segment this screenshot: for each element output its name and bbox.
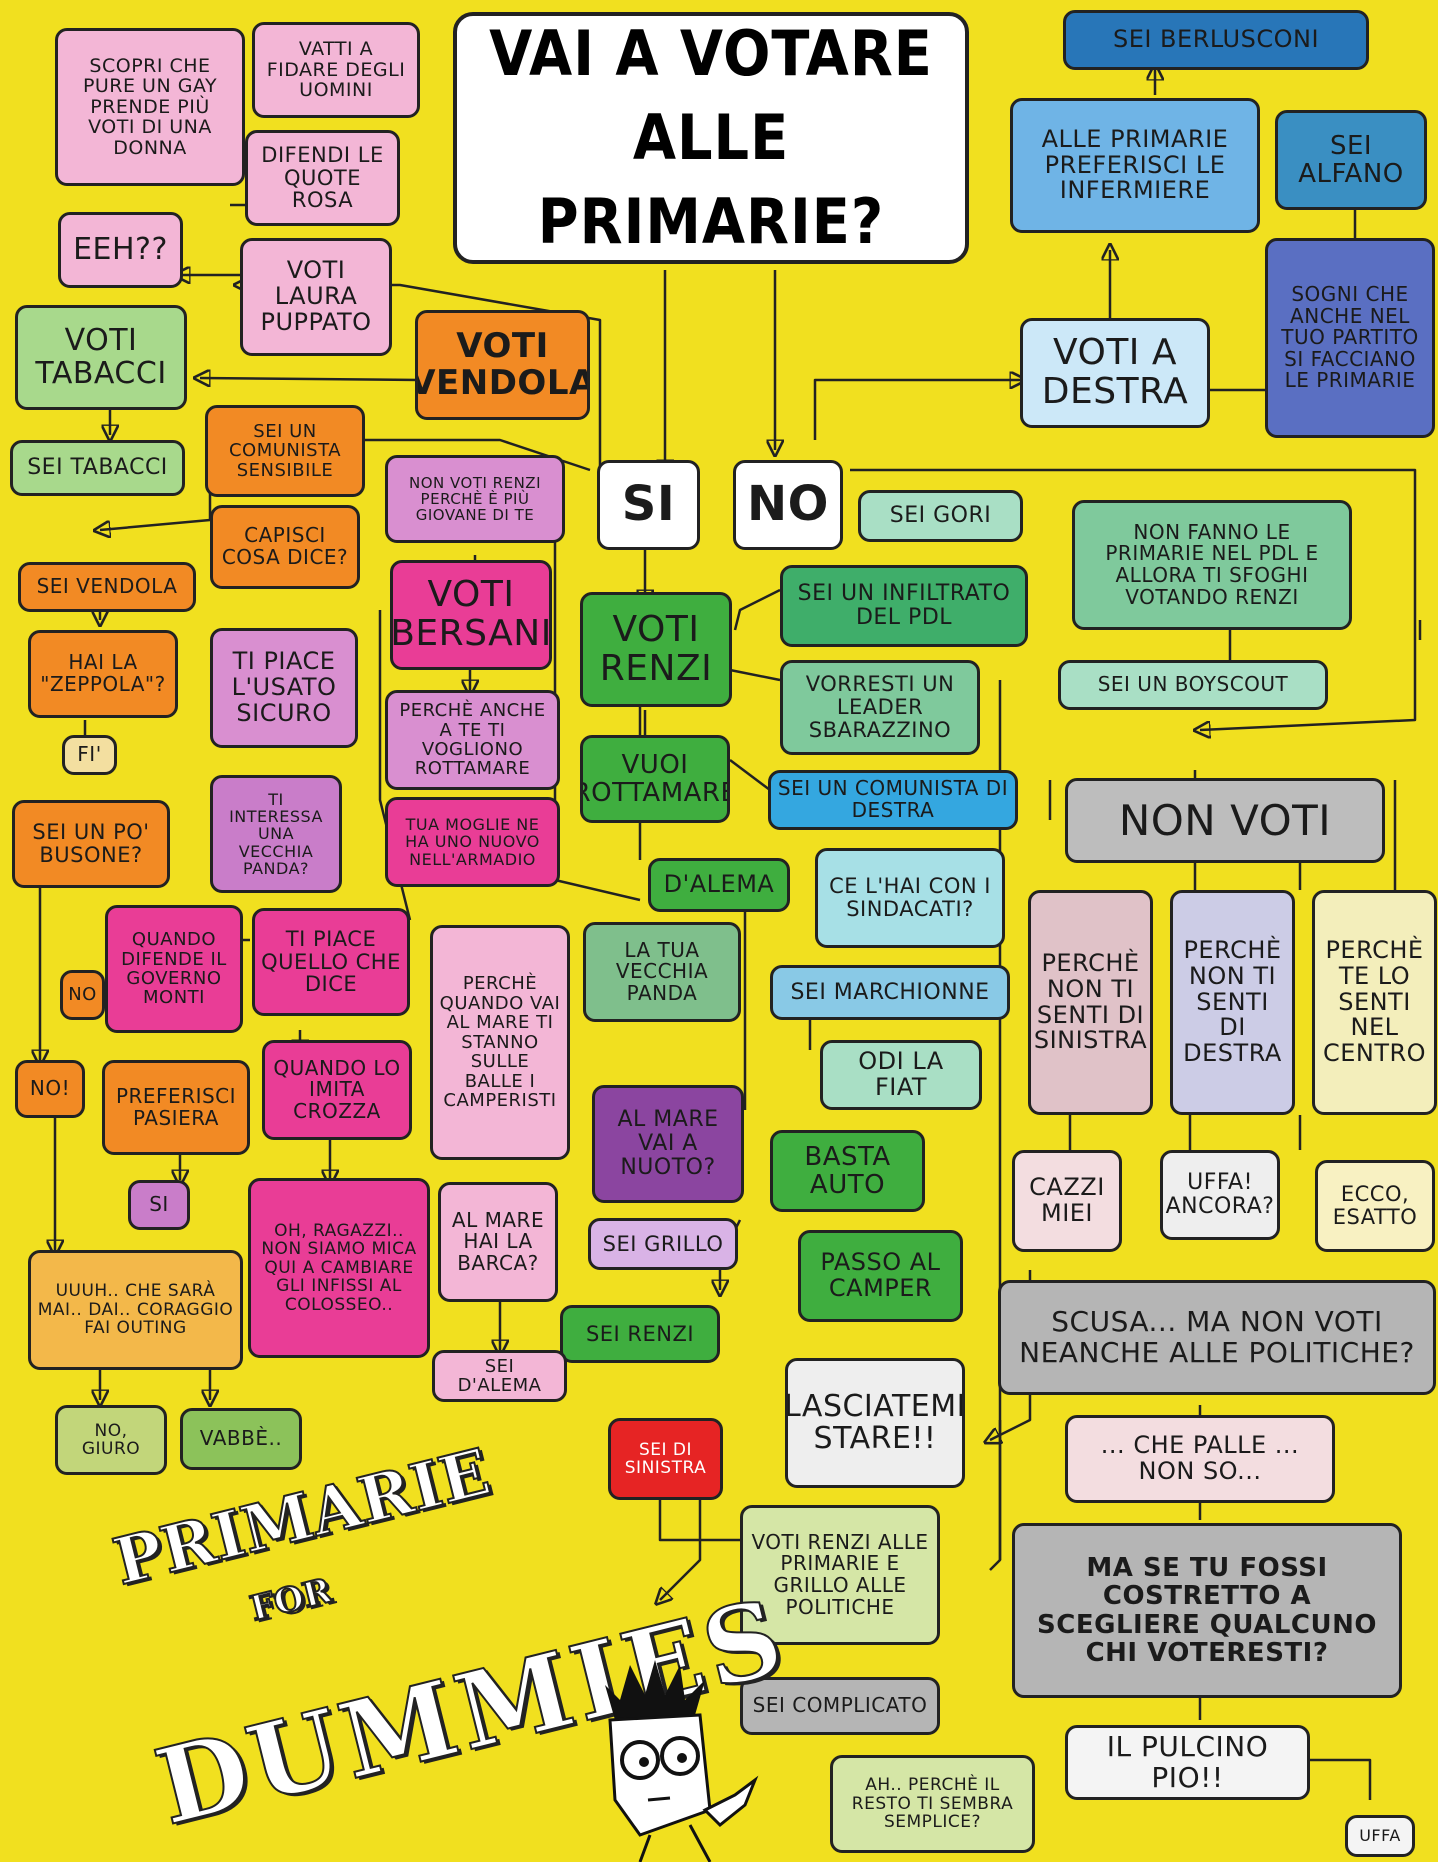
node-monti: QUANDO DIFENDE IL GOVERNO MONTI [105,905,243,1033]
node-perche-centro: PERCHÈ TE LO SENTI NEL CENTRO [1312,890,1437,1115]
node-non-voti: NON VOTI [1065,778,1385,863]
node-al-mare-nuoto: AL MARE VAI A NUOTO? [592,1085,744,1203]
node-voti-destra: VOTI A DESTRA [1020,318,1210,428]
node-infiltrato: SEI UN INFILTRATO DEL PDL [780,565,1028,647]
node-lasciatemi: LASCIATEMI STARE!! [785,1358,965,1488]
node-boyscout: SEI UN BOYSCOUT [1058,660,1328,710]
node-scopri: SCOPRI CHE PURE UN GAY PRENDE PIÙ VOTI D… [55,28,245,186]
node-crozza: QUANDO LO IMITA CROZZA [262,1040,412,1140]
node-voti-renzi: VOTI RENZI [580,592,732,707]
node-sei-tabacci: SEI TABACCI [10,440,185,496]
node-vatti: VATTI A FIDARE DEGLI UOMINI [252,22,420,118]
node-perche-destra: PERCHÈ NON TI SENTI DI DESTRA [1170,890,1295,1115]
node-infermiere: ALLE PRIMARIE PREFERISCI LE INFERMIERE [1010,98,1260,233]
node-no-excl: NO! [15,1060,85,1118]
cartoon-character-icon [605,1660,759,1862]
node-barca: AL MARE HAI LA BARCA? [438,1182,558,1302]
node-no-small: NO [60,970,105,1020]
node-dalema: D'ALEMA [648,858,790,912]
node-palle: ... CHE PALLE ... NON SO... [1065,1415,1335,1503]
node-perche-sinistra: PERCHÈ NON TI SENTI DI SINISTRA [1028,890,1153,1115]
node-eeh: EEH?? [58,212,183,288]
node-passo-camper: PASSO AL CAMPER [798,1230,963,1322]
node-alfano: SEI ALFANO [1275,110,1427,210]
node-vuoi-rottamare: VUOI ROTTAMARE [580,735,730,823]
node-zeppola: HAI LA "ZEPPOLA"? [28,630,178,718]
node-outing: UUUH.. CHE SARÀ MAI.. DAI.. CORAGGIO FAI… [28,1250,243,1370]
node-capisci: CAPISCI COSA DICE? [210,505,360,589]
node-sei-dalema: SEI D'ALEMA [432,1350,567,1402]
node-sei-renzi: SEI RENZI [560,1305,720,1363]
node-usato-sicuro: TI PIACE L'USATO SICURO [210,628,358,748]
node-complicato: SEI COMPLICATO [740,1677,940,1735]
node-uffa-ancora: UFFA! ANCORA? [1160,1150,1280,1240]
node-si-small: SI [128,1180,190,1230]
node-sindacati: CE L'HAI CON I SINDACATI? [815,848,1005,948]
node-si[interactable]: SI [597,460,700,550]
node-renzi-grillo: VOTI RENZI ALLE PRIMARIE E GRILLO ALLE P… [740,1505,940,1645]
node-ragazzi: OH, RAGAZZI.. NON SIAMO MICA QUI A CAMBI… [248,1178,430,1358]
node-mare-camperisti: PERCHÈ QUANDO VAI AL MARE TI STANNO SULL… [430,925,570,1160]
node-basta-auto: BASTA AUTO [770,1130,925,1212]
node-berlusconi: SEI BERLUSCONI [1063,10,1369,70]
node-sei-grillo: SEI GRILLO [588,1218,738,1270]
node-rottamare-anche: PERCHÈ ANCHE A TE TI VOGLIONO ROTTAMARE [385,690,560,790]
node-sogni: SOGNI CHE ANCHE NEL TUO PARTITO SI FACCI… [1265,238,1435,438]
node-busone: SEI UN PO' BUSONE? [12,800,170,888]
node-no[interactable]: NO [733,460,843,550]
node-scusa: SCUSA... MA NON VOTI NEANCHE ALLE POLITI… [998,1280,1436,1395]
node-semplice: AH.. PERCHÈ IL RESTO TI SEMBRA SEMPLICE? [830,1755,1035,1853]
node-pulcino: IL PULCINO PIO!! [1065,1725,1310,1800]
node-costretto: MA SE TU FOSSI COSTRETTO A SCEGLIERE QUA… [1012,1523,1402,1698]
node-tua-vecchia-panda: LA TUA VECCHIA PANDA [583,922,741,1022]
node-ecco-esatto: ECCO, ESATTO [1315,1160,1435,1252]
node-moglie: TUA MOGLIE NE HA UNO NUOVO NELL'ARMADIO [385,797,560,887]
node-sei-vendola: SEI VENDOLA [18,562,196,612]
node-vecchia-panda-q: TI INTERESSA UNA VECCHIA PANDA? [210,775,342,893]
node-puppato: VOTI LAURA PUPPATO [240,238,392,356]
node-marchionne: SEI MARCHIONNE [770,965,1010,1020]
node-pasiera: PREFERISCI PASIERA [102,1060,250,1155]
node-pdl: NON FANNO LE PRIMARIE NEL PDL E ALLORA T… [1072,500,1352,630]
node-giuro: NO, GIURO [55,1405,167,1475]
node-sei-di-sinistra: SEI DI SINISTRA [608,1418,723,1500]
node-odi-fiat: ODI LA FIAT [820,1040,982,1110]
node-piace-dice: TI PIACE QUELLO CHE DICE [252,908,410,1016]
node-sbarazzino: VORRESTI UN LEADER SBARAZZINO [780,660,980,755]
node-sei-gori: SEI GORI [858,490,1023,542]
node-vabbe: VABBÈ.. [180,1408,302,1470]
node-uffa: UFFA [1345,1815,1415,1857]
main-question: VAI A VOTARE ALLE PRIMARIE? [453,12,969,264]
node-tabacci: VOTI TABACCI [15,305,187,410]
node-fi: FI' [62,735,117,775]
node-difendi: DIFENDI LE QUOTE ROSA [245,130,400,226]
node-non-voti-renzi: NON VOTI RENZI PERCHÈ È PIÙ GIOVANE DI T… [385,455,565,543]
node-vendola: VOTI VENDOLA [415,310,590,420]
node-bersani: VOTI BERSANI [390,560,552,670]
node-comunista-destra: SEI UN COMUNISTA DI DESTRA [768,770,1018,830]
node-comunista-sensibile: SEI UN COMUNISTA SENSIBILE [205,405,365,497]
node-cazzi-miei: CAZZI MIEI [1012,1150,1122,1252]
